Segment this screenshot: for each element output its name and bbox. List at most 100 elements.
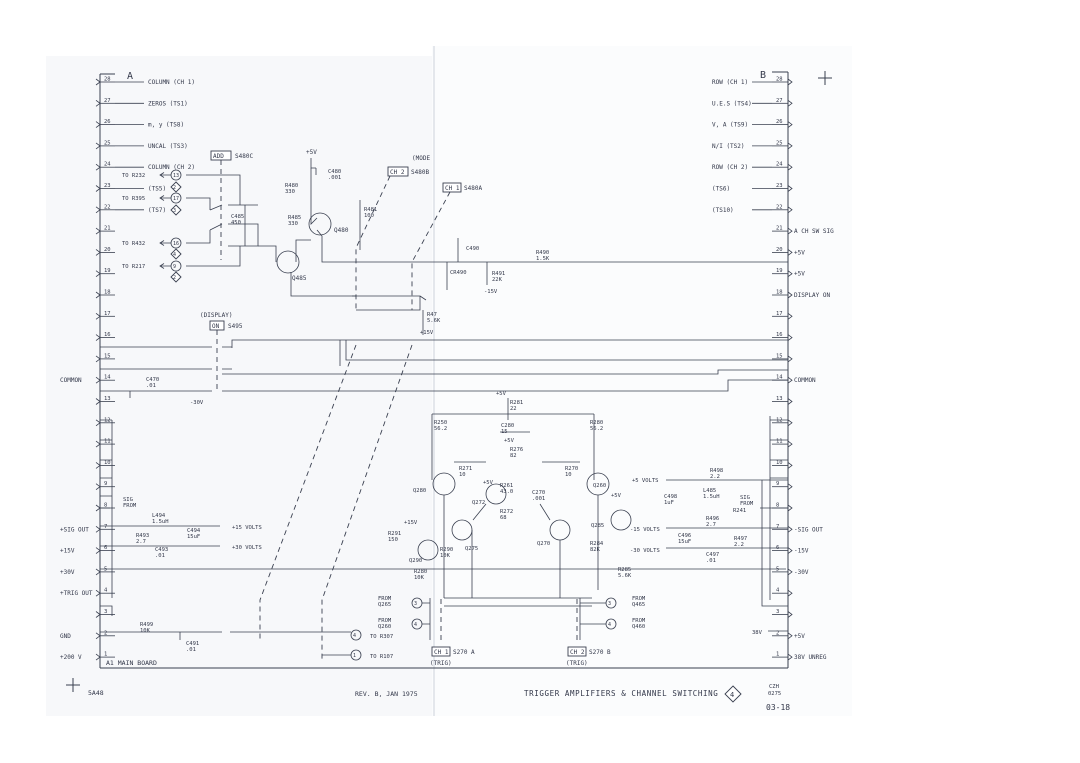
sheet-title: TRIGGER AMPLIFIERS & CHANNEL SWITCHING (524, 689, 718, 698)
q290-label: Q290 (409, 558, 422, 564)
left-pin-number: 17 (104, 311, 111, 317)
right-pin-number: 27 (776, 98, 783, 104)
right-pin-number: 11 (776, 439, 783, 445)
left-pin-number: 3 (104, 609, 107, 615)
right-pin-number: 19 (776, 268, 783, 274)
right-pin-25: 25N/I (TS2) (712, 140, 793, 150)
left-pin-number: 9 (104, 481, 107, 487)
right-pin-16: 16 (772, 332, 793, 341)
reference-badge: 9 (173, 264, 176, 270)
right-pin-7: 7-SIG OUT (772, 524, 823, 533)
right-pin-label: U.E.S (TS4) (712, 100, 752, 107)
left-pin-7: 7+SIG OUT (60, 524, 115, 533)
minus30-label: -30V (190, 400, 204, 406)
left-pin-13: 13 (95, 396, 115, 405)
right-pin-label: -30V (794, 569, 809, 576)
right-pin-number: 4 (776, 588, 780, 594)
left-connector-letter: A (127, 71, 133, 82)
right-pin-15: 15 (772, 353, 793, 363)
ch2-trig-box (567, 646, 587, 657)
display-switch-title: (DISPLAY) (200, 312, 233, 319)
left-pin-number: 18 (104, 290, 111, 296)
right-pin-number: 25 (776, 140, 783, 146)
drawing-code-line2: 0275 (768, 691, 781, 697)
left-pin-label: UNCAL (TS3) (148, 143, 188, 150)
ch2-trig-name: S270 B (589, 649, 611, 656)
reference-arrow: 2 (170, 271, 182, 283)
left-pin-number: 20 (104, 247, 111, 253)
right-pin-number: 15 (776, 353, 783, 359)
right-pin-4: 4 (772, 588, 793, 597)
left-pin-label: ZEROS (TS1) (148, 100, 188, 107)
add-switch-name: S480C (235, 153, 253, 160)
left-pin-number: 13 (104, 396, 111, 402)
right-38v-label: 38V (752, 630, 763, 636)
reference-badge: 17 (173, 196, 179, 202)
board-label: A1 MAIN BOARD (106, 659, 157, 667)
right-pin-number: 3 (776, 609, 779, 615)
reference-target: TO R395 (122, 196, 145, 202)
right-pin-number: 16 (776, 332, 783, 338)
ch1-trig-box (431, 646, 451, 657)
ch2-mode-box (387, 166, 409, 177)
left-pin-3: 3 (95, 609, 115, 618)
badge-4-right: 4 (608, 622, 611, 628)
left-pin-21: 21 (95, 226, 115, 235)
left-pin-label: +200 V (60, 654, 82, 661)
right-connector-letter: B (760, 70, 766, 81)
left-pin-number: 23 (104, 183, 111, 189)
sig-right-ref: R241 (733, 508, 746, 514)
left-pin-16: 16 (95, 332, 115, 341)
reference-arrow: 17 TO R395 (122, 192, 182, 204)
plus15-volts-label: +15 VOLTS (232, 525, 262, 531)
c490-label: C490 (466, 246, 479, 252)
right-pin-number: 20 (776, 247, 783, 253)
right-pin-number: 5 (776, 566, 779, 572)
right-pin-number: 13 (776, 396, 783, 402)
left-pin-number: 28 (104, 77, 111, 83)
left-pin-15: 15 (95, 353, 115, 363)
c270-label: C270.001 (532, 490, 545, 502)
plus15-mid-label: +15V (420, 330, 434, 336)
right-pin-5: 5 -30V (772, 566, 809, 576)
right-pin-19: 19+5V (772, 268, 805, 278)
left-pin-number: 11 (104, 439, 111, 445)
ch2-trig-label: CH 2 (570, 649, 585, 656)
right-pin-26: 26V, A (TS9) (712, 119, 793, 129)
left-pin-number: 7 (104, 524, 107, 530)
plus30-volts-label: +30 VOLTS (232, 545, 262, 551)
reference-target: TO R232 (122, 173, 145, 179)
ch1-trig-name: S270 A (453, 649, 475, 656)
right-pin-27: 27 U.E.S (TS4) (712, 98, 793, 107)
badge-4-r307: 4 (353, 633, 356, 639)
revision-label: REV. B, JAN 1975 (355, 690, 418, 698)
left-pin-number: 2 (104, 630, 107, 636)
left-pin-number: 24 (104, 162, 111, 168)
left-pin-19: 19 (95, 268, 115, 278)
ch2-trig-title: (TRIG) (566, 660, 588, 667)
right-pin-number: 22 (776, 204, 783, 210)
q280-label: Q280 (413, 488, 426, 494)
reference-badge: 13 (173, 173, 179, 179)
right-pin-2: 2+5V (772, 630, 805, 640)
reference-badge: 4 (173, 252, 176, 258)
left-pin-10: 10 (95, 460, 115, 469)
plus15-q290-label: +15V (404, 520, 418, 526)
